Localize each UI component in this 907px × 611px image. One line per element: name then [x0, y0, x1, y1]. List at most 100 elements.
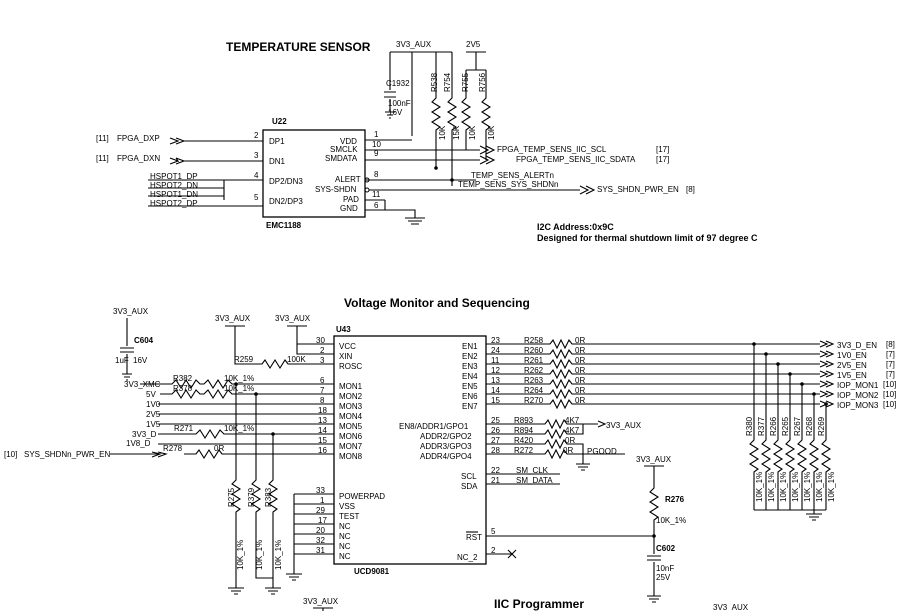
u43-pin20: 20 — [316, 526, 325, 535]
junction-pd4 — [788, 372, 792, 376]
u43-en1: EN1 — [462, 342, 478, 351]
r380-ref: R380 — [745, 416, 754, 436]
r267-val: 10K_1% — [803, 472, 812, 502]
r265-ref: R265 — [781, 416, 790, 436]
hspot-wires — [148, 179, 263, 207]
rail-2v5-label: 2V5 — [466, 40, 481, 49]
pulldown-bank — [748, 344, 832, 521]
u43-mon3: MON3 — [339, 402, 363, 411]
r383-ref: R383 — [264, 487, 273, 507]
r258-val: 0R — [575, 336, 585, 345]
voltage-monitor-title: Voltage Monitor and Sequencing — [344, 296, 530, 310]
junction-3 — [234, 382, 238, 386]
r261-ref: R261 — [524, 356, 544, 365]
r269-val: 10K_1% — [827, 472, 836, 502]
net-sys-shdn-pwr-en-ref: [8] — [686, 185, 695, 194]
u22-vdd: VDD — [340, 137, 357, 146]
r755-symbol — [460, 70, 472, 150]
r262-val: 0R — [575, 366, 585, 375]
u22-pin9: 9 — [374, 149, 379, 158]
net-3v3-d: 3V3_D — [132, 430, 157, 439]
r756-symbol — [480, 70, 492, 160]
r755-val: 10K — [468, 125, 477, 140]
u22-ic-body — [262, 129, 366, 218]
r538-symbol — [430, 52, 442, 168]
u43-pin14r: 14 — [491, 386, 500, 395]
u43-pin21: 21 — [491, 476, 500, 485]
u43-en6: EN6 — [462, 392, 478, 401]
net-hspot1-dn: HSPOT1_DN — [150, 190, 198, 199]
net-iop-mon1-ref: [10] — [883, 380, 896, 389]
temp-sensor-title: TEMPERATURE SENSOR — [226, 40, 371, 54]
u22-pin2: 2 — [254, 131, 259, 140]
u43-en4: EN4 — [462, 372, 478, 381]
vcc-rail: 3V3_AUX — [275, 314, 311, 323]
u43-pin27: 27 — [491, 436, 500, 445]
net-3v3-xmc: 3V3_XMC — [124, 380, 161, 389]
mon-input-wires — [110, 378, 334, 460]
u43-ic-body — [333, 335, 487, 565]
u43-gpo3: ADDR3/GPO3 — [420, 442, 472, 451]
u43-pin12: 12 — [491, 366, 500, 375]
net-2v5-en-ref: [7] — [886, 360, 895, 369]
u43-nc2: NC_2 — [457, 553, 478, 562]
r269-ref: R269 — [817, 416, 826, 436]
junction-2 — [450, 178, 454, 182]
u43-rst: RST — [466, 533, 482, 542]
u22-smclk: SMCLK — [330, 145, 358, 154]
u22-smdata: SMDATA — [325, 154, 358, 163]
u22-part: EMC1188 — [266, 221, 302, 230]
u22-pin1: 1 — [374, 130, 379, 139]
u43-pin11: 11 — [491, 356, 500, 365]
vcc-rosc-wires — [225, 325, 334, 370]
iic-rail-right: 3V3_AUX — [713, 603, 749, 611]
u43-sda: SDA — [461, 482, 478, 491]
u43-rosc: ROSC — [339, 362, 362, 371]
u43-pin22: 22 — [491, 466, 500, 475]
r263-val: 0R — [575, 376, 585, 385]
junction-pd1 — [752, 342, 756, 346]
r259-rail: 3V3_AUX — [215, 314, 251, 323]
r259-ref: R259 — [234, 355, 254, 364]
net-temp-scl-ref: [17] — [656, 145, 669, 154]
u43-mon2: MON2 — [339, 392, 363, 401]
r893-val: 4K7 — [565, 416, 580, 425]
r538-val: 10K — [438, 125, 447, 140]
net-2v5-en: 2V5_EN — [837, 361, 867, 370]
c604-val2: 16V — [133, 356, 148, 365]
u43-mon1: MON1 — [339, 382, 363, 391]
u43-pin15r: 15 — [491, 396, 500, 405]
c604-ref: C604 — [134, 336, 154, 345]
net-1v0-en: 1V0_EN — [837, 351, 867, 360]
gpo-wires — [486, 418, 625, 471]
sys-shdn-in-arrows — [151, 451, 168, 458]
r276-ref: R276 — [665, 495, 685, 504]
r755-ref: R755 — [461, 72, 470, 92]
alert-bubble — [364, 177, 370, 183]
c604-symbol — [120, 318, 134, 381]
r275-ref: R275 — [227, 487, 236, 507]
r754-ref: R754 — [443, 72, 452, 92]
u43-pin1: 1 — [320, 496, 325, 505]
c1932-ref: C1932 — [386, 79, 410, 88]
u43-nc-d: NC — [339, 552, 351, 561]
voltage-monitor-section: Voltage Monitor and Sequencing U43 UCD90… — [4, 296, 896, 603]
u43-part: UCD9081 — [354, 567, 390, 576]
c602-val2: 25V — [656, 573, 671, 582]
r276-val: 10K_1% — [656, 516, 686, 525]
note-i2c-address: I2C Address:0x9C — [537, 222, 614, 232]
net-temp-alert: TEMP_SENS_ALERTn — [471, 171, 554, 180]
c1932-symbol — [384, 52, 396, 119]
r271-ref: R271 — [174, 424, 194, 433]
rst-network — [486, 465, 664, 603]
r271-val: 10K_1% — [224, 424, 254, 433]
u43-scl: SCL — [461, 472, 477, 481]
r377-ref: R377 — [757, 416, 766, 436]
r258-ref: R258 — [524, 336, 544, 345]
u43-pin2r: 2 — [491, 546, 496, 555]
net-sys-shdn-pwr-en: SYS_SHDN_PWR_EN — [597, 185, 679, 194]
net-temp-shdn: TEMP_SENS_SYS_SHDNn — [458, 180, 558, 189]
u43-pin29: 29 — [316, 506, 325, 515]
u43-pin30: 30 — [316, 336, 325, 345]
net-1v5: 1V5 — [146, 420, 161, 429]
